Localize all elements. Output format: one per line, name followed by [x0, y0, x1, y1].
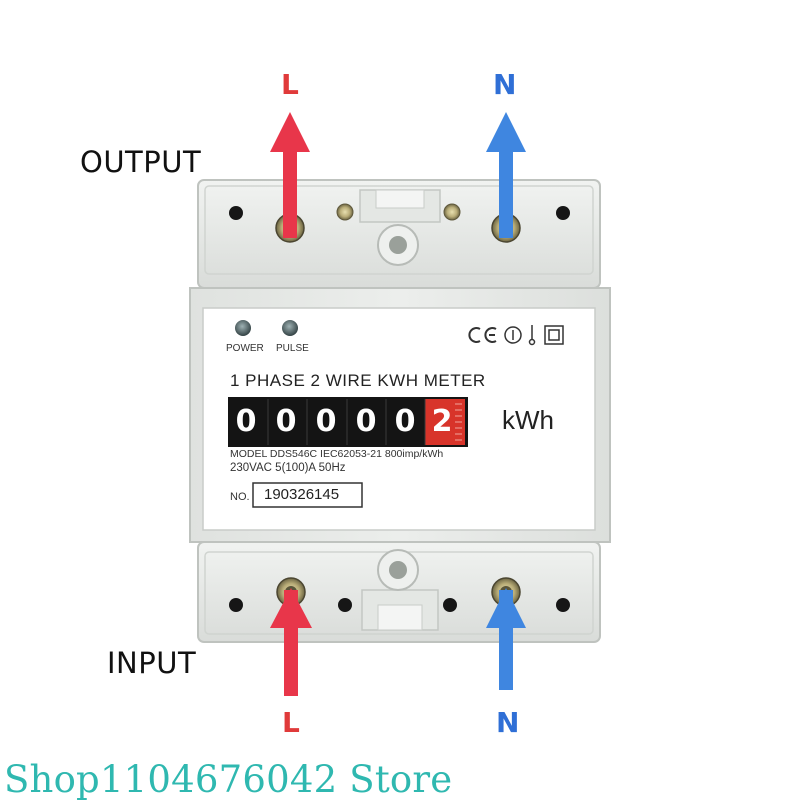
model-line: MODEL DDS546C IEC62053-21 800imp/kWh	[230, 448, 444, 460]
pulse-label: PULSE	[276, 343, 309, 354]
class-1-icon	[504, 326, 522, 344]
input-label: INPUT	[107, 646, 197, 680]
output-L-arrow	[270, 112, 310, 238]
unit-label: kWh	[502, 405, 554, 435]
counter-digit: 0	[355, 404, 377, 439]
double-square-icon	[544, 325, 564, 345]
counter-digit: 0	[394, 404, 416, 439]
counter-digit-last: 2	[431, 404, 453, 439]
pulse-led	[282, 320, 298, 336]
top-right-terminal-letter: N	[493, 68, 517, 101]
ce-mark-icon	[468, 327, 497, 343]
input-N-arrow	[486, 588, 526, 690]
counter-digit: 0	[275, 404, 297, 439]
shop-watermark: Shop1104676042 Store	[4, 758, 453, 801]
output-N-arrow	[486, 112, 526, 238]
input-L-arrow	[270, 588, 312, 696]
top-left-terminal-letter: L	[281, 68, 299, 101]
meter-title: 1 PHASE 2 WIRE KWH METER	[230, 371, 486, 390]
bottom-right-terminal-letter: N	[496, 706, 520, 739]
counter-digit: 0	[315, 404, 337, 439]
serial-number-value: 190326145	[264, 486, 340, 503]
earth-symbol-icon	[528, 325, 536, 346]
serial-box	[252, 482, 363, 508]
power-label: POWER	[226, 343, 264, 354]
rating-line: 230VAC 5(100)A 50Hz	[230, 462, 346, 474]
output-label: OUTPUT	[80, 145, 202, 179]
counter-digit: 0	[235, 404, 257, 439]
serial-number-label: NO.	[230, 491, 250, 503]
bottom-left-terminal-letter: L	[282, 706, 300, 739]
power-led	[235, 320, 251, 336]
